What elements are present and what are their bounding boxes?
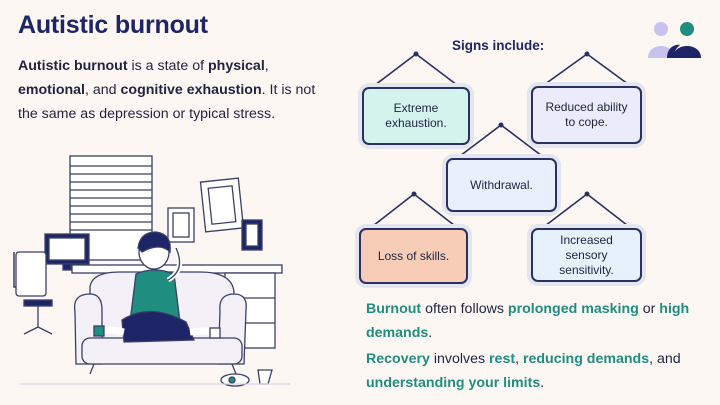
note-text: or bbox=[638, 301, 660, 317]
sign-label: Withdrawal. bbox=[470, 177, 533, 192]
note-term: prolonged masking bbox=[507, 301, 639, 317]
sign-label: Increased sensory sensitivity. bbox=[559, 232, 614, 277]
intro-text: , and bbox=[85, 82, 121, 98]
note-text: often follows bbox=[421, 301, 508, 317]
note-term: rest bbox=[489, 351, 516, 367]
sign-loss-of-skills: Loss of skills. bbox=[359, 228, 468, 284]
people-logo-icon bbox=[648, 22, 701, 58]
note-term: Burnout bbox=[366, 301, 422, 317]
note-text: . bbox=[540, 375, 545, 391]
intro-term: Autistic burnout bbox=[18, 58, 128, 74]
burnout-note: Burnout often follows prolonged masking … bbox=[366, 297, 711, 345]
sign-withdrawal: Withdrawal. bbox=[446, 158, 557, 212]
intro-text: , bbox=[264, 58, 269, 74]
note-text: involves bbox=[429, 351, 490, 367]
note-term: Recovery bbox=[366, 351, 430, 367]
note-term: understanding your limits bbox=[366, 375, 541, 391]
intro-text: . It is not the same as depression or ty… bbox=[18, 82, 316, 122]
intro-physical: physical bbox=[207, 58, 265, 74]
intro-cognitive: cognitive exhaustion bbox=[120, 82, 262, 98]
note-text: , bbox=[515, 351, 523, 367]
note-text: . bbox=[428, 325, 433, 341]
note-text: , and bbox=[649, 351, 681, 367]
page-title: Autistic burnout bbox=[18, 11, 208, 39]
intro-paragraph: Autistic burnout is a state of physical,… bbox=[18, 54, 328, 126]
recovery-note: Recovery involves rest, reducing demands… bbox=[366, 347, 711, 395]
intro-emotional: emotional bbox=[18, 82, 86, 98]
sign-label: Loss of skills. bbox=[377, 248, 450, 263]
sign-reduced-ability: Reduced ability to cope. bbox=[531, 86, 642, 144]
sign-label: Extreme exhaustion. bbox=[385, 101, 447, 130]
burnout-illustration bbox=[13, 155, 290, 387]
note-term: reducing demands bbox=[522, 351, 650, 367]
intro-text: is a state of bbox=[127, 58, 208, 74]
signs-heading: Signs include: bbox=[452, 38, 545, 53]
sign-extreme-exhaustion: Extreme exhaustion. bbox=[362, 87, 470, 145]
sign-sensory-sensitivity: Increased sensory sensitivity. bbox=[531, 228, 642, 282]
sign-label: Reduced ability to cope. bbox=[545, 100, 628, 129]
note-term: high demands bbox=[366, 301, 690, 341]
